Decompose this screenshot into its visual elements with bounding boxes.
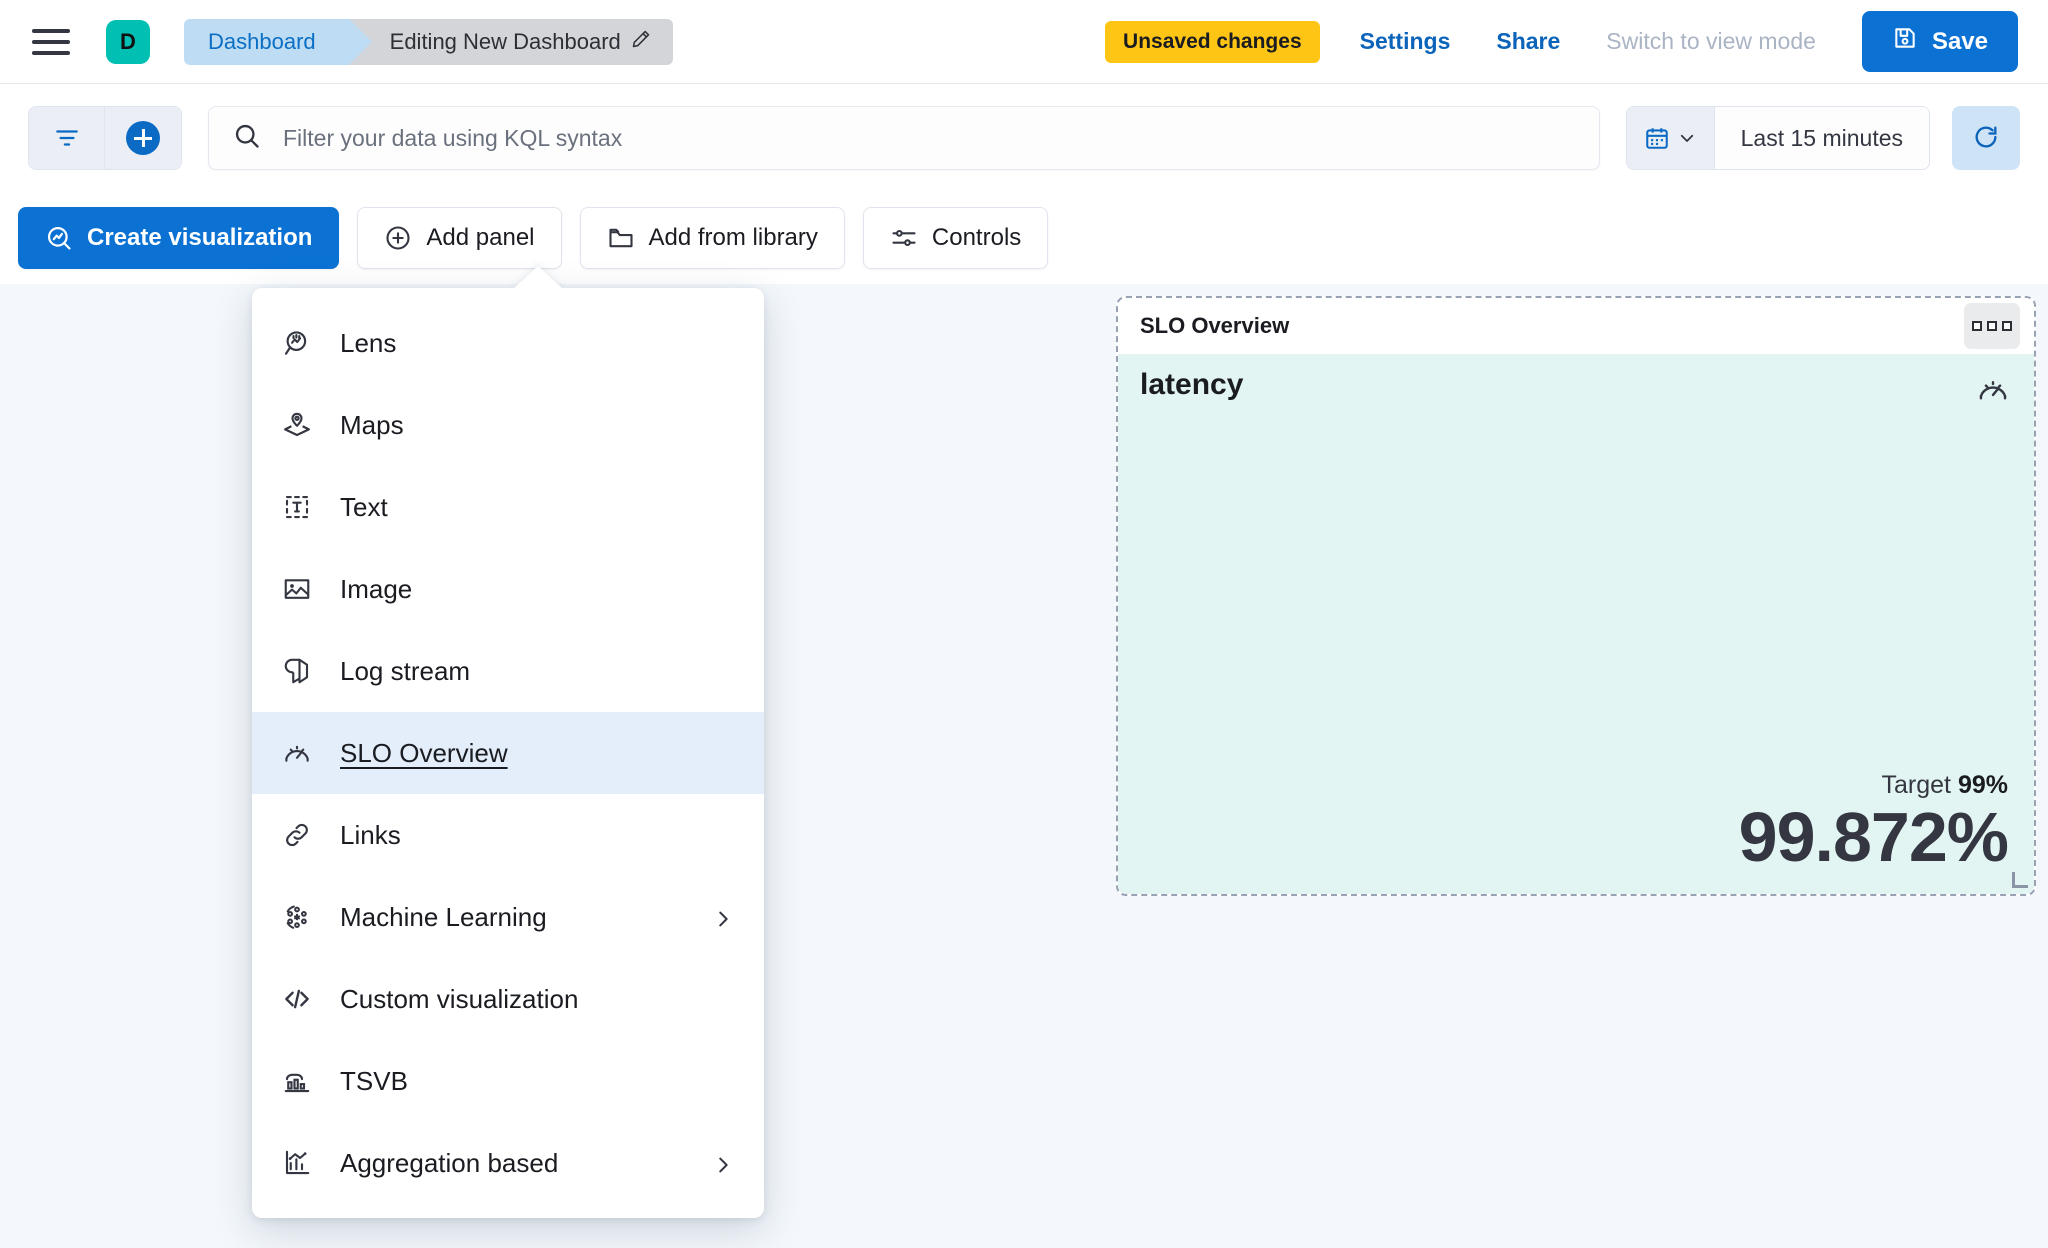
filter-icon[interactable] — [29, 107, 105, 169]
settings-button[interactable]: Settings — [1359, 28, 1451, 54]
folder-icon — [608, 228, 633, 248]
date-quick-select-button[interactable] — [1626, 107, 1715, 169]
maps-icon — [282, 410, 312, 440]
menu-item-maps[interactable]: Maps — [252, 384, 764, 466]
breadcrumb-editing-label: Editing New Dashboard — [389, 28, 621, 54]
slo-stats: Target 99% 99.872% — [1738, 771, 2009, 876]
menu-item-aggregation-based[interactable]: Aggregation based — [252, 1122, 764, 1204]
menu-item-slo-overview[interactable]: SLO Overview — [252, 712, 764, 794]
search-input[interactable] — [283, 124, 1575, 152]
breadcrumb-dashboard-label: Dashboard — [208, 28, 316, 54]
menu-item-label: SLO Overview — [340, 737, 508, 768]
header-actions: Unsaved changes Settings Share Switch to… — [1105, 11, 2048, 72]
menu-item-custom-visualization[interactable]: Custom visualization — [252, 958, 764, 1040]
date-range-display[interactable]: Last 15 minutes — [1714, 107, 1929, 169]
panel-title: SLO Overview — [1140, 313, 1290, 338]
panel-body: latency Target 99% 99.872% — [1118, 354, 2034, 894]
hamburger-menu-icon[interactable] — [32, 21, 74, 63]
slo-target: Target 99% — [1739, 771, 2008, 800]
save-floppy-icon — [1892, 25, 1918, 58]
text-icon — [282, 492, 312, 522]
code-icon — [282, 984, 312, 1014]
breadcrumb-item-dashboard[interactable]: Dashboard — [184, 18, 372, 65]
add-from-library-button[interactable]: Add from library — [579, 207, 845, 269]
share-button[interactable]: Share — [1496, 28, 1561, 54]
switch-to-view-mode-button[interactable]: Switch to view mode — [1606, 28, 1816, 54]
machine-learning-icon — [282, 902, 312, 932]
menu-item-label: Machine Learning — [340, 901, 547, 932]
menu-item-label: Aggregation based — [340, 1147, 559, 1178]
breadcrumb-item-editing[interactable]: Editing New Dashboard — [349, 18, 673, 65]
panel-resize-handle[interactable] — [2012, 872, 2028, 888]
plus-circle-icon — [386, 226, 410, 250]
menu-item-image[interactable]: Image — [252, 548, 764, 630]
save-button-label: Save — [1931, 27, 1988, 55]
query-bar: Last 15 minutes — [0, 84, 2048, 192]
gauge-icon — [282, 738, 312, 768]
chevron-right-icon — [712, 1152, 734, 1174]
log-stream-icon — [282, 656, 312, 686]
lens-icon — [47, 226, 71, 250]
add-from-library-label: Add from library — [648, 224, 818, 251]
menu-item-label: Custom visualization — [340, 983, 579, 1014]
menu-item-tsvb[interactable]: TSVB — [252, 1040, 764, 1122]
menu-item-log-stream[interactable]: Log stream — [252, 630, 764, 712]
add-filter-button[interactable] — [105, 107, 181, 169]
aggregation-chart-icon — [282, 1148, 312, 1178]
date-picker-group: Last 15 minutes — [1625, 106, 1930, 170]
top-header-bar: D Dashboard Editing New Dashboard Unsave… — [0, 0, 2048, 84]
create-visualization-button[interactable]: Create visualization — [18, 207, 340, 269]
refresh-button[interactable] — [1952, 106, 2020, 170]
search-icon — [233, 122, 261, 155]
tsvb-chart-icon — [282, 1066, 312, 1096]
add-panel-label: Add panel — [426, 224, 535, 251]
gauge-icon — [1976, 372, 2010, 406]
breadcrumb: Dashboard Editing New Dashboard — [184, 18, 673, 65]
menu-item-links[interactable]: Links — [252, 794, 764, 876]
panel-header: SLO Overview — [1118, 298, 2034, 354]
menu-item-label: Lens — [340, 327, 397, 358]
save-button[interactable]: Save — [1861, 11, 2018, 72]
add-panel-button[interactable]: Add panel — [357, 207, 562, 269]
menu-item-label: Maps — [340, 409, 404, 440]
pencil-icon[interactable] — [631, 29, 651, 55]
menu-item-machine-learning[interactable]: Machine Learning — [252, 876, 764, 958]
menu-item-label: Image — [340, 573, 413, 604]
slo-target-value: 99% — [1957, 771, 2008, 799]
link-icon — [282, 820, 312, 850]
lens-icon — [282, 328, 312, 358]
unsaved-changes-badge[interactable]: Unsaved changes — [1105, 20, 1320, 63]
menu-item-label: Log stream — [340, 655, 471, 686]
avatar[interactable]: D — [106, 19, 150, 64]
filter-controls-group — [28, 106, 182, 170]
dashboard-edit-toolbar: Create visualization Add panel Add from … — [0, 192, 2048, 284]
image-icon — [282, 574, 312, 604]
menu-item-label: Links — [340, 819, 401, 850]
menu-item-label: TSVB — [340, 1065, 408, 1096]
chevron-right-icon — [712, 906, 734, 928]
create-visualization-label: Create visualization — [87, 224, 313, 251]
refresh-icon — [1972, 123, 2000, 154]
slo-name-label: latency — [1140, 368, 1244, 401]
slo-overview-panel[interactable]: SLO Overview latency Target 99% 99.872% — [1116, 296, 2036, 896]
menu-item-text[interactable]: Text — [252, 466, 764, 548]
menu-item-label: Text — [340, 491, 388, 522]
calendar-icon — [1646, 128, 1668, 149]
controls-button[interactable]: Controls — [862, 207, 1049, 269]
plus-circle-icon — [126, 121, 160, 155]
search-bar[interactable] — [208, 106, 1600, 170]
panel-context-menu-icon[interactable] — [1964, 303, 2020, 349]
slo-sli-value: 99.872% — [1738, 798, 2009, 876]
slo-target-label: Target — [1881, 771, 1951, 799]
menu-item-lens[interactable]: Lens — [252, 302, 764, 384]
popover-arrow — [512, 266, 564, 290]
chevron-down-icon — [1680, 134, 1694, 142]
controls-label: Controls — [931, 224, 1022, 251]
sliders-icon — [892, 229, 916, 247]
